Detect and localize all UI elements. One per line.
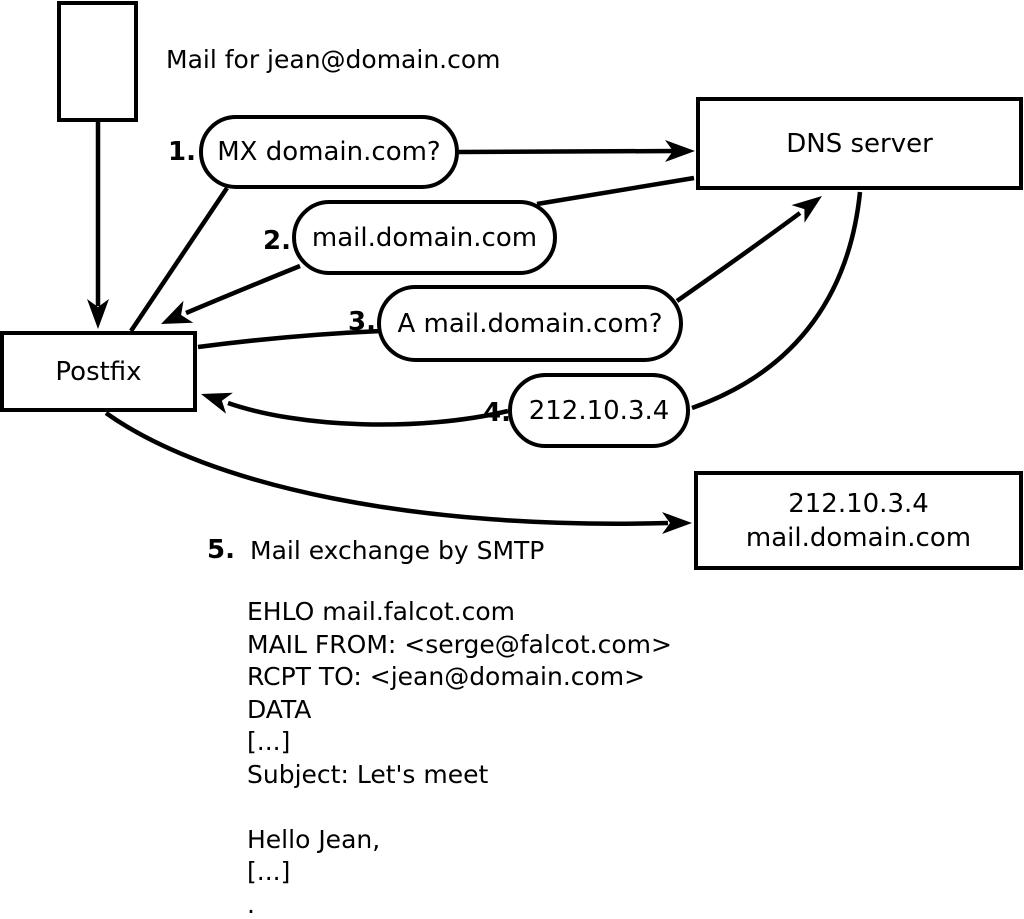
dns-server-label: DNS server: [786, 128, 933, 159]
line-mx-answer-to-postfix: [185, 263, 301, 316]
step1-number: 1.: [168, 137, 196, 167]
mail-server-hostname: mail.domain.com: [745, 522, 972, 553]
postfix-node: Postfix: [0, 331, 197, 412]
diagram-caption: Mail for jean@domain.com: [166, 45, 501, 74]
arrowhead-into-postfix-top: [87, 299, 109, 329]
smtp-line: Hello Jean,: [247, 824, 381, 854]
smtp-line: MAIL FROM: <serge@falcot.com>: [247, 629, 672, 659]
line-mx-query-to-dns: [458, 148, 677, 155]
arrowhead-into-mailserver: [662, 512, 692, 534]
smtp-line: DATA: [247, 694, 312, 724]
step2-number: 2.: [263, 226, 291, 256]
smtp-line: EHLO mail.falcot.com: [247, 597, 516, 626]
line-a-query-to-dns: [675, 211, 802, 303]
step2-label: mail.domain.com: [311, 222, 538, 253]
mail-server-ip: 212.10.3.4: [788, 488, 929, 519]
smtp-line: RCPT TO: <jean@domain.com>: [247, 662, 646, 691]
smtp-line: [...]: [247, 727, 291, 756]
arrowhead-into-dns-left: [665, 140, 695, 162]
step4-a-answer-pill: 212.10.3.4: [508, 373, 690, 448]
smtp-line: Subject: Let's meet: [247, 759, 489, 789]
step4-label: 212.10.3.4: [528, 395, 670, 426]
line-postfix-to-a-query: [197, 328, 382, 350]
arrowhead-a-answer-into-postfix: [201, 392, 233, 414]
mail-message-icon: [57, 1, 138, 122]
arrowhead-mx-answer-into-postfix: [161, 300, 194, 324]
dns-server-node: DNS server: [696, 97, 1023, 190]
smtp-line-blank: [247, 791, 672, 824]
step3-number: 3.: [348, 307, 376, 337]
smtp-line: .: [247, 889, 255, 919]
smtp-line: [...]: [247, 857, 291, 886]
line-a-answer-to-postfix: [227, 400, 509, 427]
mail-server-node: 212.10.3.4 mail.domain.com: [694, 471, 1023, 570]
line-postfix-to-mx-query: [129, 186, 229, 333]
step3-label: A mail.domain.com?: [397, 308, 663, 339]
step5-label: Mail exchange by SMTP: [250, 536, 545, 565]
step1-mx-query-pill: MX domain.com?: [199, 115, 459, 189]
step4-number: 4.: [483, 398, 511, 428]
step5-number: 5.: [207, 535, 235, 565]
step2-mx-answer-pill: mail.domain.com: [292, 200, 557, 275]
arrowhead-a-query-into-dns: [791, 196, 822, 223]
line-dns-to-mx-answer: [536, 175, 695, 207]
smtp-transcript: EHLO mail.falcot.com MAIL FROM: <serge@f…: [247, 596, 672, 919]
postfix-label: Postfix: [55, 356, 142, 387]
line-postfix-to-mailserver: [104, 411, 669, 526]
line-dns-to-a-answer: [691, 191, 863, 411]
step3-a-query-pill: A mail.domain.com?: [377, 285, 683, 362]
step1-label: MX domain.com?: [217, 137, 441, 167]
